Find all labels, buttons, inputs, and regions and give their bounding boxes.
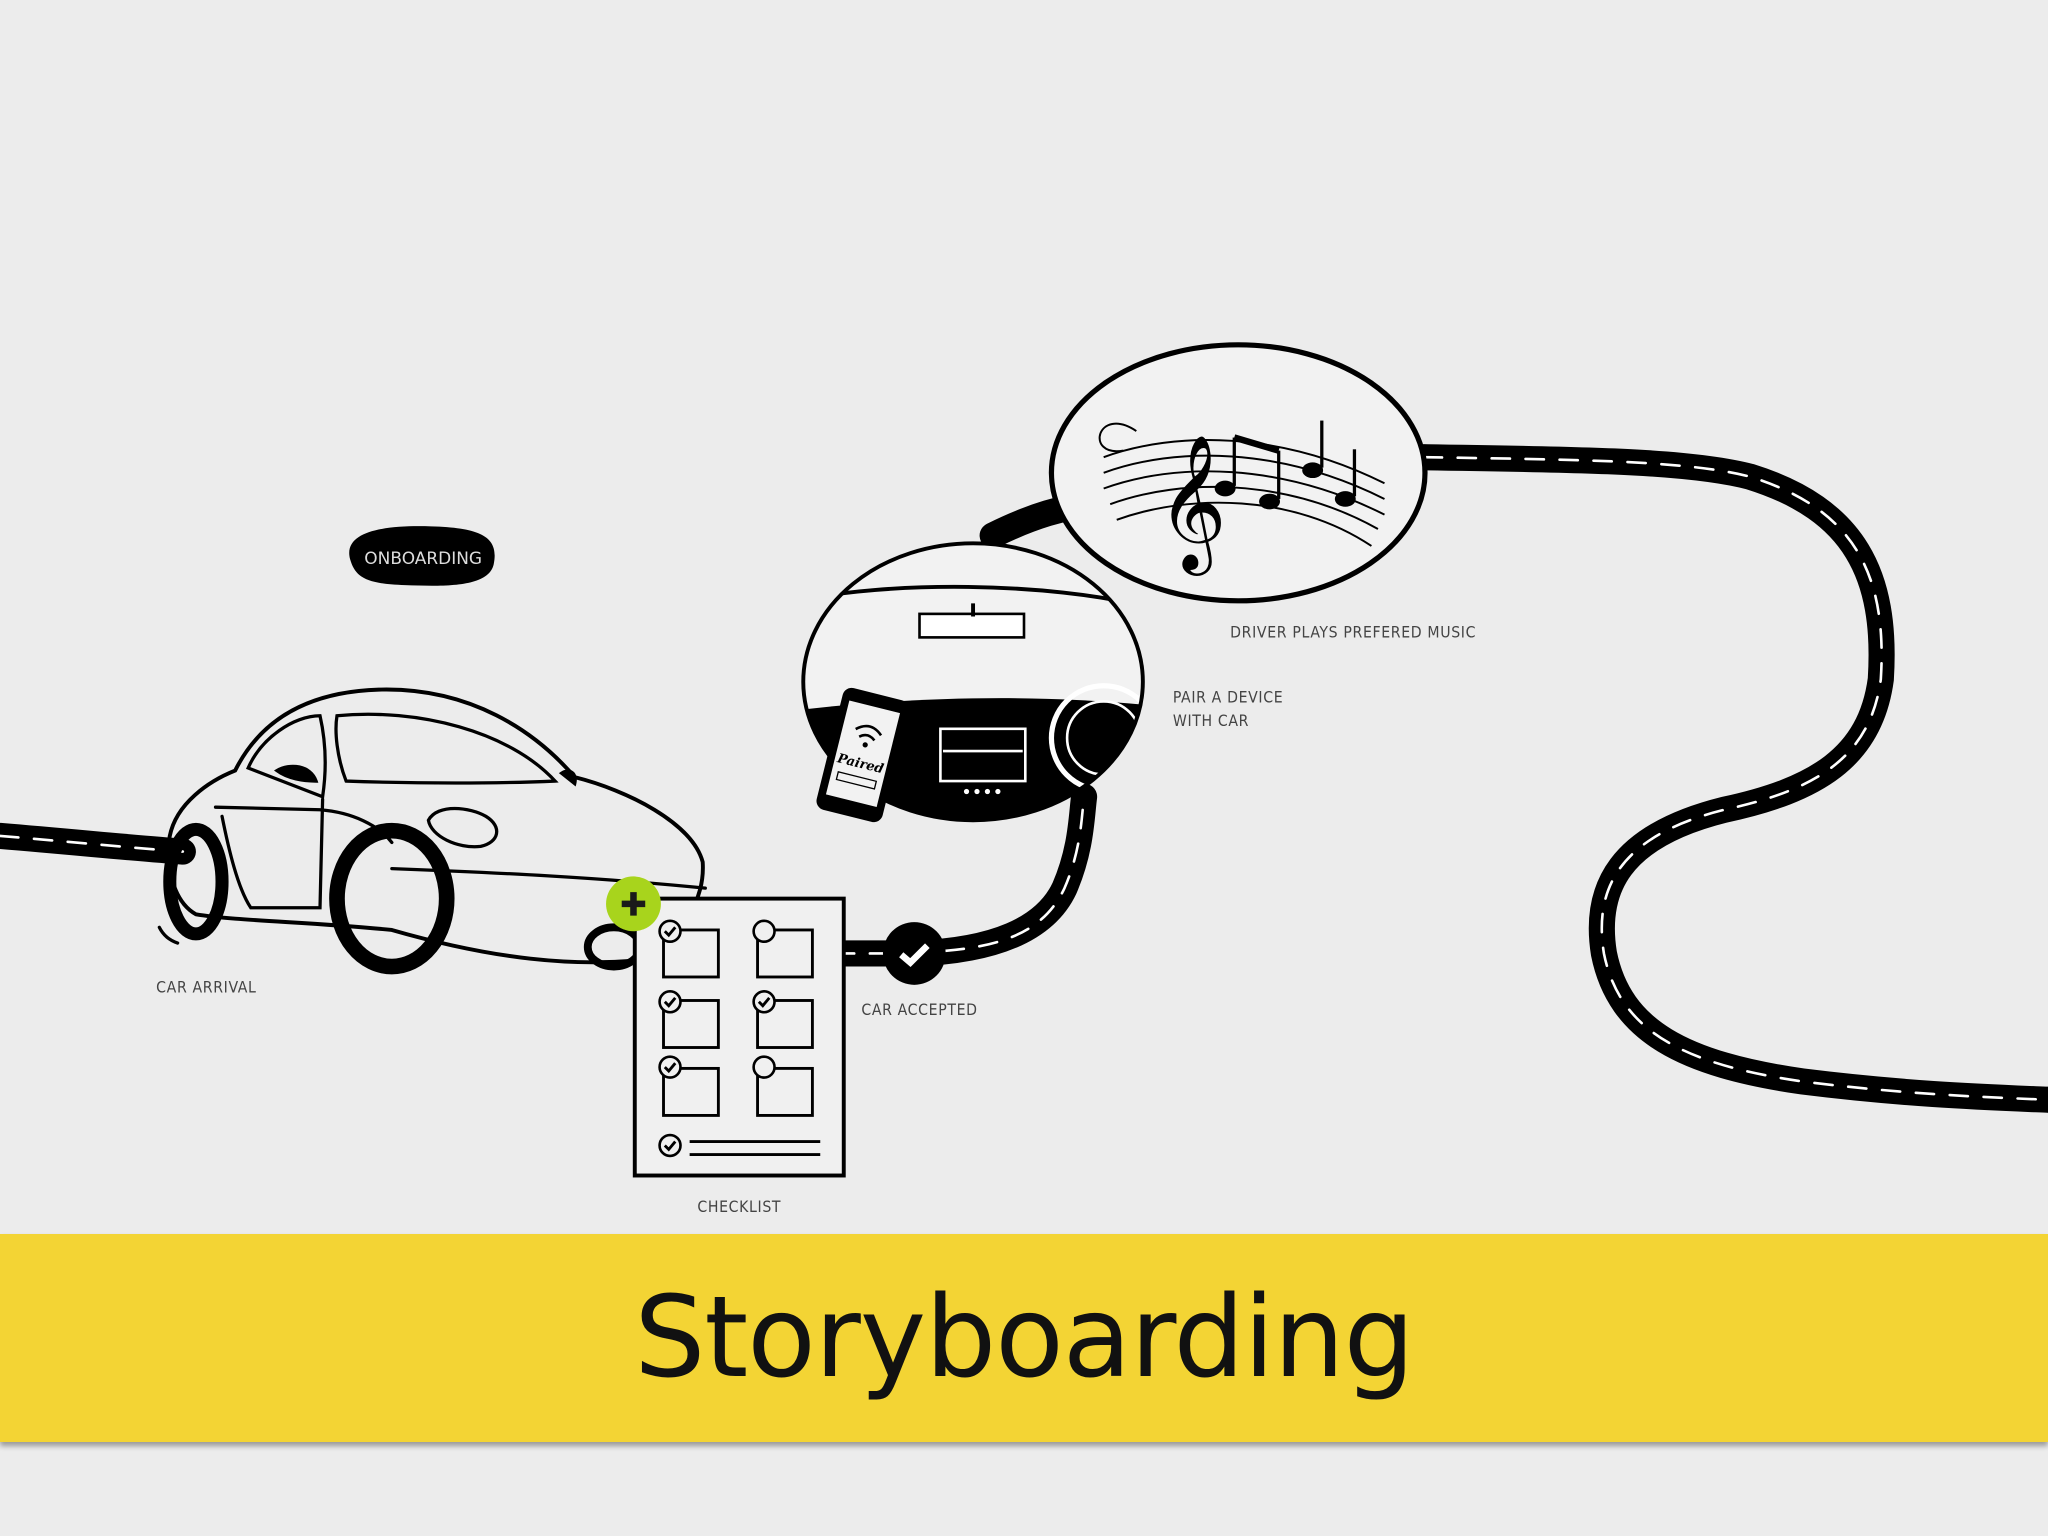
dashboard-phone-icon: Paired: [801, 541, 1145, 823]
step-label-pair-device-2: WITH CAR: [1173, 711, 1249, 730]
stage-badge: ONBOARDING: [349, 526, 495, 586]
slide-title: Storyboarding: [634, 1273, 1414, 1403]
svg-text:𝄞: 𝄞: [1157, 433, 1226, 576]
add-marker-button[interactable]: [606, 876, 661, 932]
step-label-car-arrival: CAR ARRIVAL: [156, 978, 256, 997]
step-label-checklist: CHECKLIST: [697, 1197, 781, 1216]
step-label-music: DRIVER PLAYS PREFERED MUSIC: [1230, 622, 1476, 641]
step-label-car-accepted: CAR ACCEPTED: [861, 1000, 977, 1019]
car-icon: [157, 687, 707, 975]
title-banner: Storyboarding: [0, 1234, 2048, 1442]
check-circle-icon: [882, 922, 946, 985]
checklist-icon: [632, 896, 846, 1178]
music-notes-icon: 𝄞: [1048, 342, 1428, 604]
step-label-pair-device-1: PAIR A DEVICE: [1173, 688, 1283, 707]
stage-badge-label: ONBOARDING: [364, 549, 482, 569]
